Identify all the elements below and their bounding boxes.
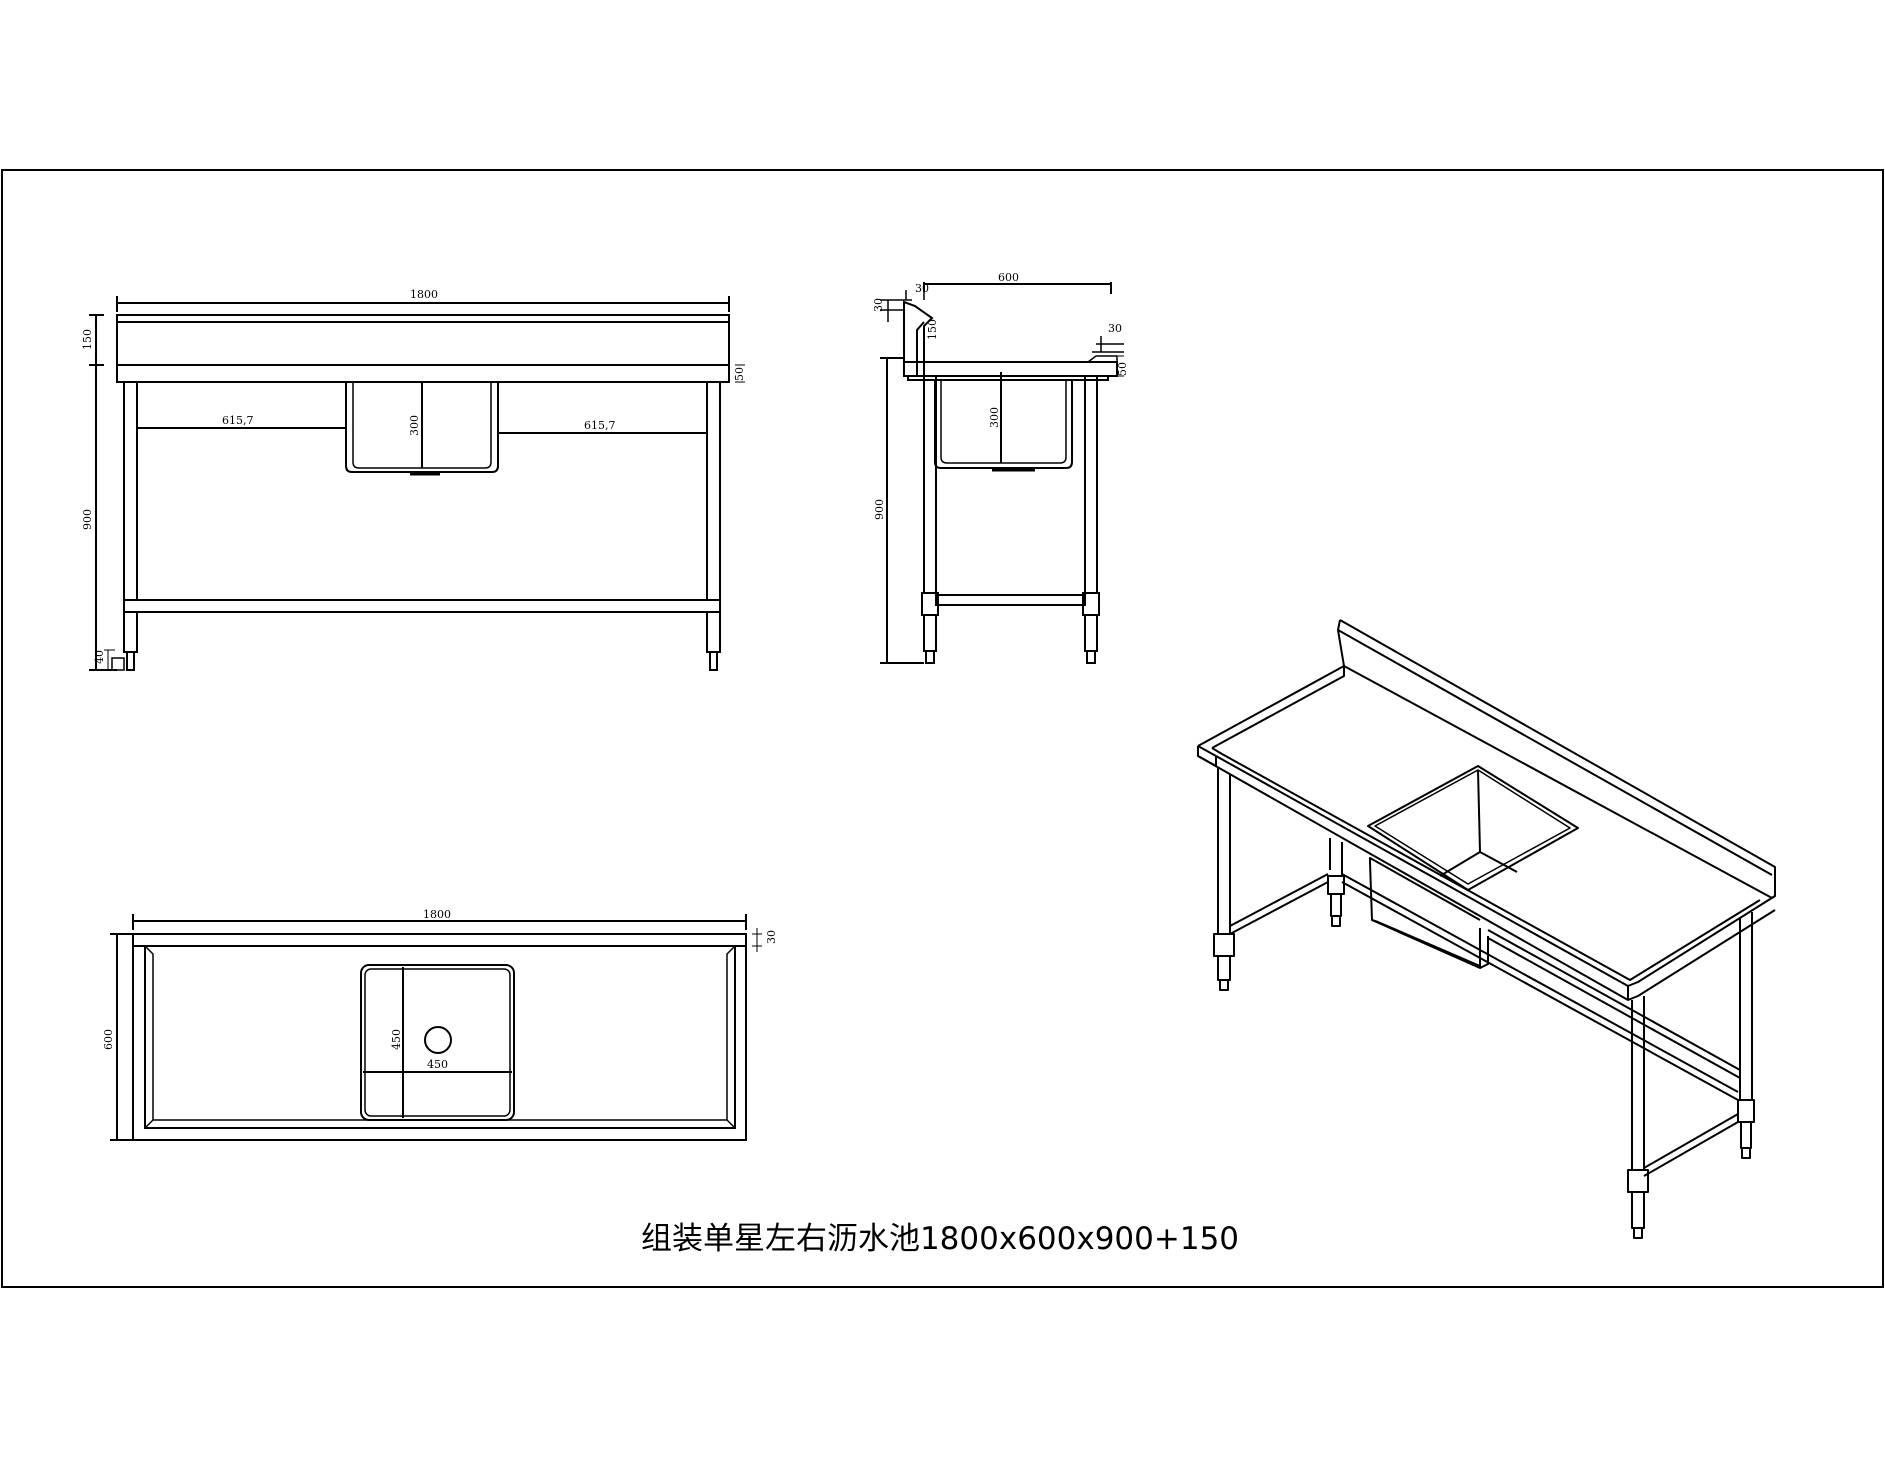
drawing-frame <box>1 169 1884 1288</box>
front-edge-label: 50 <box>733 367 746 381</box>
drawing-title: 组装单星左右沥水池1800x600x900+150 <box>640 1221 1240 1257</box>
front-backsplash-label: 150 <box>81 329 94 350</box>
front-foot-label: 40 <box>93 650 106 664</box>
top-view <box>110 914 762 1141</box>
isometric-view <box>1197 619 1776 1239</box>
front-view <box>89 296 745 671</box>
side-backsplash-thickness-label: 30 <box>872 298 885 312</box>
side-edge-label: 50 <box>1116 362 1129 376</box>
top-depth-label: 600 <box>102 1029 115 1050</box>
front-width-label: 1800 <box>410 288 438 301</box>
side-backsplash-top-label: 30 <box>915 282 929 295</box>
side-view <box>880 282 1124 664</box>
front-sink-depth-label: 300 <box>408 415 421 436</box>
top-width-label: 1800 <box>423 908 451 921</box>
side-height-label: 900 <box>873 499 886 520</box>
top-edge-label: 30 <box>765 930 778 944</box>
top-basin-depth-label: 450 <box>390 1029 403 1050</box>
side-front-lip-label: 30 <box>1108 322 1122 335</box>
side-depth-label: 600 <box>998 271 1019 284</box>
front-right-offset-label: 615,7 <box>584 419 616 432</box>
side-sink-depth-label: 300 <box>988 407 1001 428</box>
side-backsplash-label: 150 <box>926 319 939 340</box>
front-height-label: 900 <box>81 509 94 530</box>
top-basin-width-label: 450 <box>427 1058 448 1071</box>
front-left-offset-label: 615,7 <box>222 414 254 427</box>
